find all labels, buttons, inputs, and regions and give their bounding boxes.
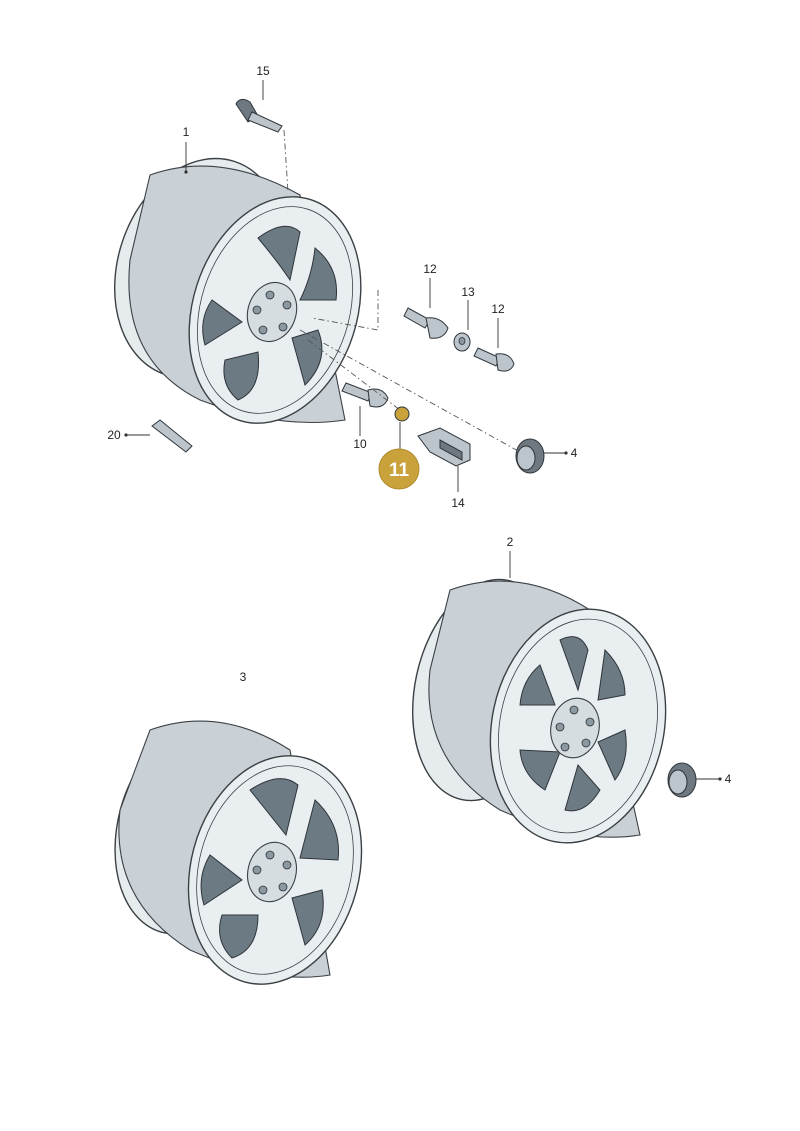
callout-15: 15 (256, 64, 270, 78)
callout-13: 13 (461, 285, 475, 299)
center-cap-upper (515, 438, 545, 474)
callout-1: 1 (183, 125, 190, 139)
callout-4-upper: 4 (571, 446, 578, 460)
wheel-2 (411, 578, 667, 844)
callout-12-lower: 12 (491, 302, 505, 316)
puller-tool (417, 427, 471, 467)
callout-2: 2 (507, 535, 514, 549)
assembly-line-hub (307, 339, 401, 411)
center-cap-lower (667, 762, 697, 798)
wheel-bolt-upper (403, 307, 449, 339)
valve-stem (235, 98, 283, 133)
callout-10: 10 (353, 437, 367, 451)
callout-12-upper: 12 (423, 262, 437, 276)
callout-11: 11 (389, 460, 410, 481)
callout-4-lower: 4 (725, 772, 732, 786)
callout-14: 14 (451, 496, 465, 510)
anti-theft-bolt (341, 382, 389, 408)
assembly-line-cap (299, 329, 521, 453)
callout-11-highlight: 11 (378, 448, 420, 490)
assembly-line-bolt (311, 290, 379, 331)
wheel-bolt-lower (473, 347, 515, 372)
assembly-line-valve (283, 129, 289, 193)
balance-weight (151, 419, 193, 453)
nut (453, 332, 471, 352)
wheel-1 (113, 157, 362, 424)
cap-part-11 (394, 406, 410, 422)
callout-3: 3 (240, 670, 247, 684)
wheel-3 (114, 720, 363, 985)
callout-20: 20 (107, 428, 121, 442)
